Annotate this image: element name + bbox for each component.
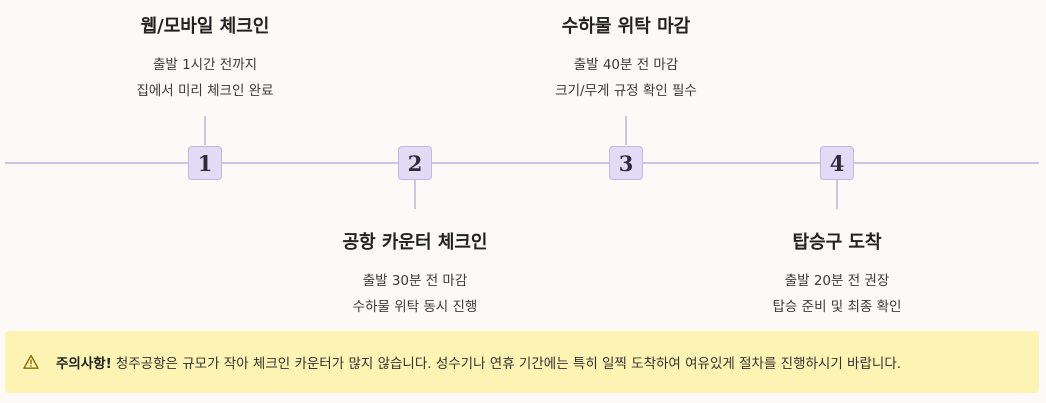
step-4-connector — [836, 180, 838, 209]
step-3-text: 수하물 위탁 마감 출발 40분 전 마감 크기/무게 규정 확인 필수 — [496, 12, 756, 104]
step-3-marker: 3 — [609, 146, 643, 180]
notice-text: 청주공항은 규모가 작아 체크인 카운터가 많지 않습니다. 성수기나 연휴 기… — [115, 356, 902, 372]
step-2-marker: 2 — [398, 146, 432, 180]
step-2-line-2: 수하물 위탁 동시 진행 — [352, 299, 478, 315]
step-2-line-1: 출발 30분 전 마감 — [362, 273, 468, 289]
step-3-connector — [625, 116, 627, 145]
step-2-title: 공항 카운터 체크인 — [342, 232, 488, 253]
step-4-line-1: 출발 20분 전 권장 — [784, 273, 890, 289]
notice-label: 주의사항! — [56, 356, 112, 372]
step-1-text: 웹/모바일 체크인 출발 1시간 전까지 집에서 미리 체크인 완료 — [75, 12, 335, 104]
step-1-title: 웹/모바일 체크인 — [140, 16, 270, 37]
step-1-line-1: 출발 1시간 전까지 — [152, 57, 258, 73]
step-4-text: 탑승구 도착 출발 20분 전 권장 탑승 준비 및 최종 확인 — [707, 228, 967, 320]
step-1-line-2: 집에서 미리 체크인 완료 — [136, 83, 274, 99]
step-4-line-2: 탑승 준비 및 최종 확인 — [772, 299, 902, 315]
step-2-connector — [414, 180, 416, 209]
step-1-marker: 1 — [188, 146, 222, 180]
step-3-line-1: 출발 40분 전 마감 — [573, 57, 679, 73]
notice-box: 주의사항! 청주공항은 규모가 작아 체크인 카운터가 많지 않습니다. 성수기… — [5, 331, 1039, 393]
step-4-title: 탑승구 도착 — [792, 232, 882, 253]
step-4-marker: 4 — [820, 146, 854, 180]
step-2-text: 공항 카운터 체크인 출발 30분 전 마감 수하물 위탁 동시 진행 — [285, 228, 545, 320]
step-1-connector — [204, 116, 206, 145]
timeline-line — [5, 162, 1039, 164]
step-3-title: 수하물 위탁 마감 — [561, 16, 691, 37]
warning-icon — [23, 354, 39, 369]
step-3-line-2: 크기/무게 규정 확인 필수 — [555, 83, 697, 99]
